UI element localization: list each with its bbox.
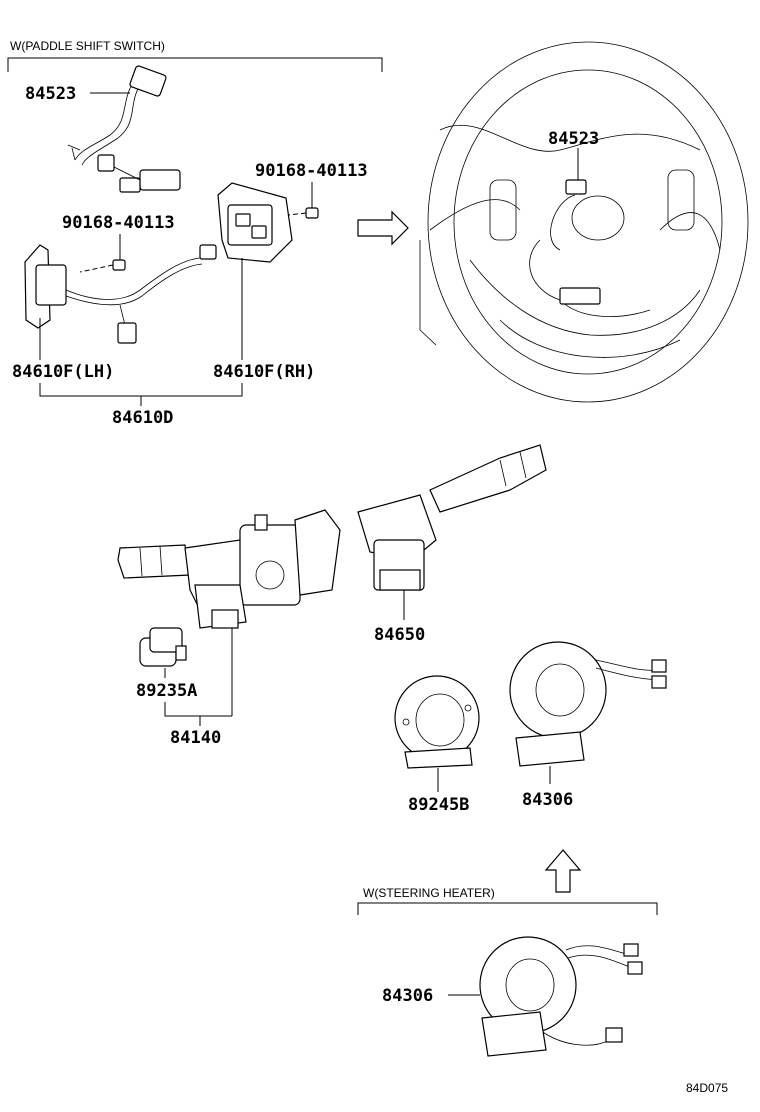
spiral-cable-top-part [509,641,667,767]
sensor-ring-part [394,675,480,769]
wiper-switch-part [357,444,547,591]
figure-code: 84D075 [686,1081,728,1095]
caption-paddle-shift: W(PADDLE SHIFT SWITCH) [10,39,165,53]
small-switch-part [139,627,187,667]
screw-left-part [79,259,126,273]
screw-right-part [279,207,319,219]
paddle-switch-rh-part [217,182,293,263]
paddle-switch-lh-part [24,244,217,344]
spiral-cable-bottom-part [479,936,643,1057]
label-84523-left: 84523 [25,84,76,104]
bracket-84140 [164,702,232,717]
arrow-up [544,849,582,893]
paddle-shift-bracket [7,57,383,72]
steering-heater-bracket [357,902,658,915]
label-84610d: 84610D [112,408,173,428]
label-89235a: 89235A [136,681,197,701]
paddle-harness-part [67,65,181,193]
bracket-84610d [39,383,243,397]
label-84140: 84140 [170,728,221,748]
caption-steering-heater: W(STEERING HEATER) [363,886,495,900]
label-84523-wheel: 84523 [548,129,599,149]
label-screw-left: 90168-40113 [62,213,175,233]
combination-switch-part [117,509,341,629]
label-89245b: 89245B [408,795,469,815]
label-84306-top: 84306 [522,790,573,810]
label-84306-bottom: 84306 [382,986,433,1006]
arrow-right [357,210,409,246]
label-84610f-lh: 84610F(LH) [12,362,114,382]
steering-wheel-part [419,41,749,403]
label-84610f-rh: 84610F(RH) [213,362,315,382]
label-screw-right: 90168-40113 [255,161,368,181]
label-84650: 84650 [374,625,425,645]
